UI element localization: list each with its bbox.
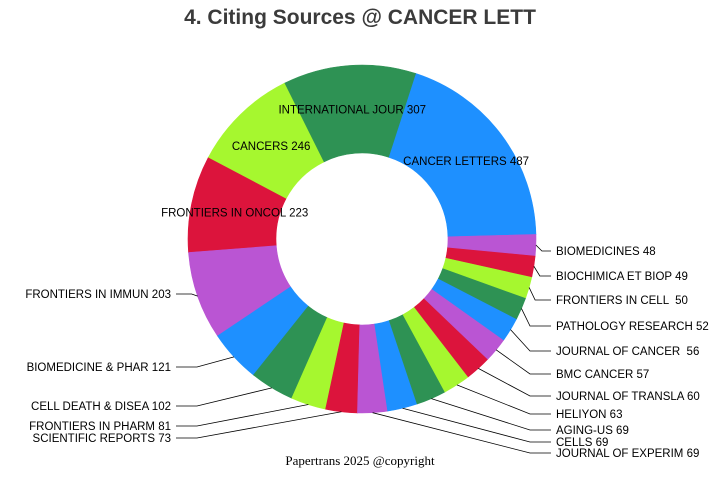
- leader-line-biomedicine-phar: [176, 356, 235, 368]
- leader-line-journal-of-experim: [372, 412, 551, 454]
- slice-label-biomedicine-phar: BIOMEDICINE & PHAR 121: [27, 362, 171, 374]
- leader-line-frontiers-in-pharm: [176, 404, 309, 427]
- leader-line-frontiers-in-immun: [176, 293, 198, 297]
- slice-label-frontiers-in-oncol: FRONTIERS IN ONCOL 223: [161, 208, 308, 220]
- slice-label-frontiers-in-cell: FRONTIERS IN CELL 50: [556, 295, 688, 307]
- leader-line-biomedicines: [535, 244, 551, 252]
- slice-label-journal-of-transla: JOURNAL OF TRANSLA 60: [556, 391, 700, 403]
- leader-line-biochimica-et-biop: [533, 266, 551, 277]
- slice-label-cells: CELLS 69: [556, 437, 608, 449]
- slice-label-pathology-research: PATHOLOGY RESEARCH 52: [556, 321, 709, 333]
- slice-label-biomedicines: BIOMEDICINES 48: [556, 246, 656, 258]
- slice-label-cancers: CANCERS 246: [232, 141, 311, 153]
- copyright-footer: Papertrans 2025 @copyright: [285, 453, 435, 468]
- slice-label-bmc-cancer: BMC CANCER 57: [556, 369, 649, 381]
- chart-title: 4. Citing Sources @ CANCER LETT: [184, 6, 536, 29]
- pie-slice-biomedicines: [447, 234, 537, 256]
- slice-label-frontiers-in-pharm: FRONTIERS IN PHARM 81: [29, 421, 171, 433]
- leader-line-journal-of-transla: [478, 368, 551, 397]
- slice-label-frontiers-in-immun: FRONTIERS IN IMMUN 203: [25, 289, 171, 301]
- leader-line-bmc-cancer: [495, 349, 551, 375]
- slice-label-journal-of-cancer: JOURNAL OF CANCER 56: [556, 346, 699, 358]
- slice-label-scientific-reports: SCIENTIFIC REPORTS 73: [33, 433, 171, 445]
- leader-line-frontiers-in-cell: [528, 287, 551, 301]
- slice-label-biochimica-et-biop: BIOCHIMICA ET BIOP 49: [556, 271, 688, 283]
- slice-label-aging-us: AGING-US 69: [556, 425, 629, 437]
- slices-group: [187, 64, 537, 414]
- slice-label-journal-of-experim: JOURNAL OF EXPERIM 69: [556, 448, 699, 460]
- pie-slice-cancer-letters: [388, 73, 537, 238]
- leader-line-scientific-reports: [176, 411, 342, 439]
- leader-lines-group: [176, 244, 551, 454]
- leader-line-cell-death-disea: [176, 387, 272, 407]
- slice-labels-group: CANCER LETTERS 487 INTERNATIONAL JOUR 307…: [25, 104, 708, 460]
- leader-line-aging-us: [431, 398, 551, 431]
- slice-label-cancer-letters: CANCER LETTERS 487: [403, 156, 529, 168]
- slice-label-international-jour: INTERNATIONAL JOUR 307: [278, 104, 426, 116]
- leader-line-journal-of-cancer: [510, 329, 551, 352]
- slice-label-heliyon: HELIYON 63: [556, 409, 622, 421]
- leader-line-pathology-research: [521, 308, 551, 327]
- leader-line-cells: [402, 407, 551, 443]
- slice-label-cell-death-disea: CELL DEATH & DISEA 102: [31, 401, 171, 413]
- leader-line-heliyon: [456, 384, 551, 415]
